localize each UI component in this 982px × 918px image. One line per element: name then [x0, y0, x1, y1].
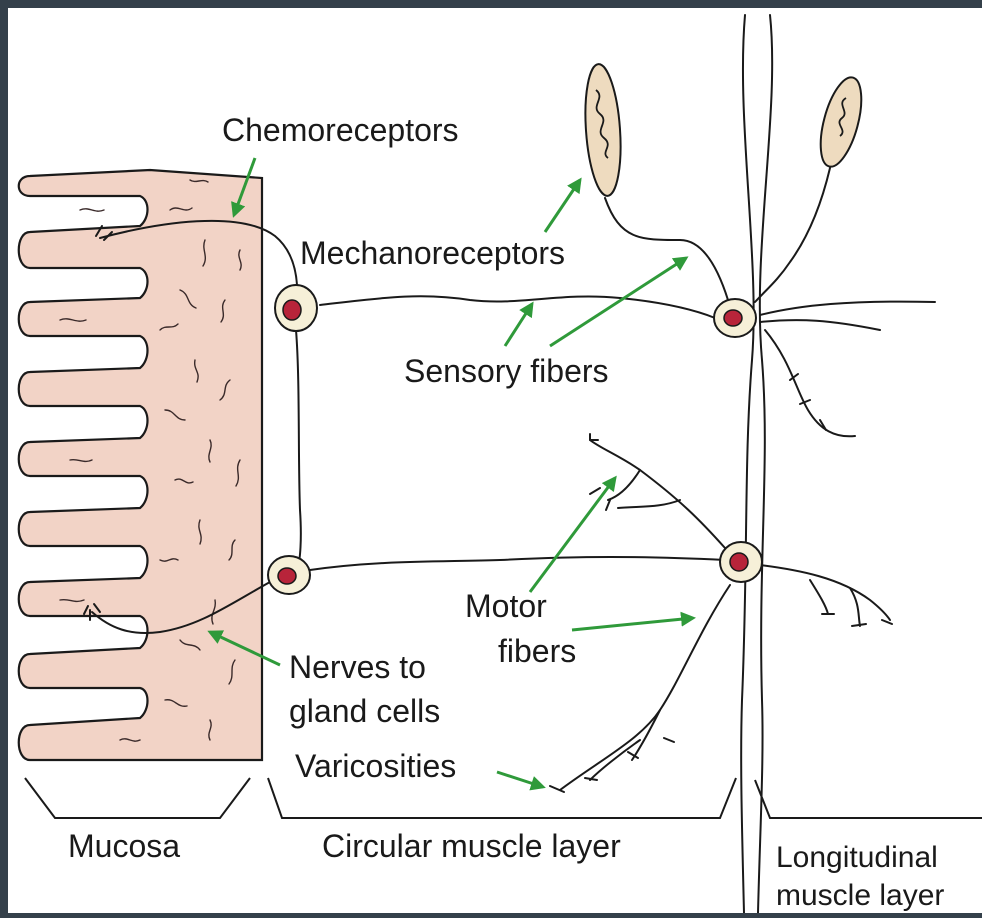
label-circular-muscle-layer: Circular muscle layer: [322, 828, 621, 864]
label-longitudinal: Longitudinal: [776, 841, 938, 874]
ganglion-upper-right: [714, 299, 756, 337]
label-gland-cells: gland cells: [289, 693, 440, 729]
ganglion-upper-left: [275, 285, 317, 331]
label-varicosities: Varicosities: [295, 748, 456, 784]
label-mechanoreceptors: Mechanoreceptors: [300, 235, 565, 271]
label-mucosa: Mucosa: [68, 828, 180, 864]
label-nerves-to: Nerves to: [289, 649, 426, 685]
mucosa-villi: [19, 170, 262, 760]
label-chemoreceptors: Chemoreceptors: [222, 112, 459, 148]
label-fibers: fibers: [498, 633, 576, 669]
label-motor: Motor: [465, 588, 547, 624]
ganglion-lower-left: [268, 556, 310, 594]
ganglion-lower-right: [720, 542, 762, 582]
label-muscle-layer: muscle layer: [776, 879, 944, 912]
label-sensory-fibers: Sensory fibers: [404, 353, 609, 389]
